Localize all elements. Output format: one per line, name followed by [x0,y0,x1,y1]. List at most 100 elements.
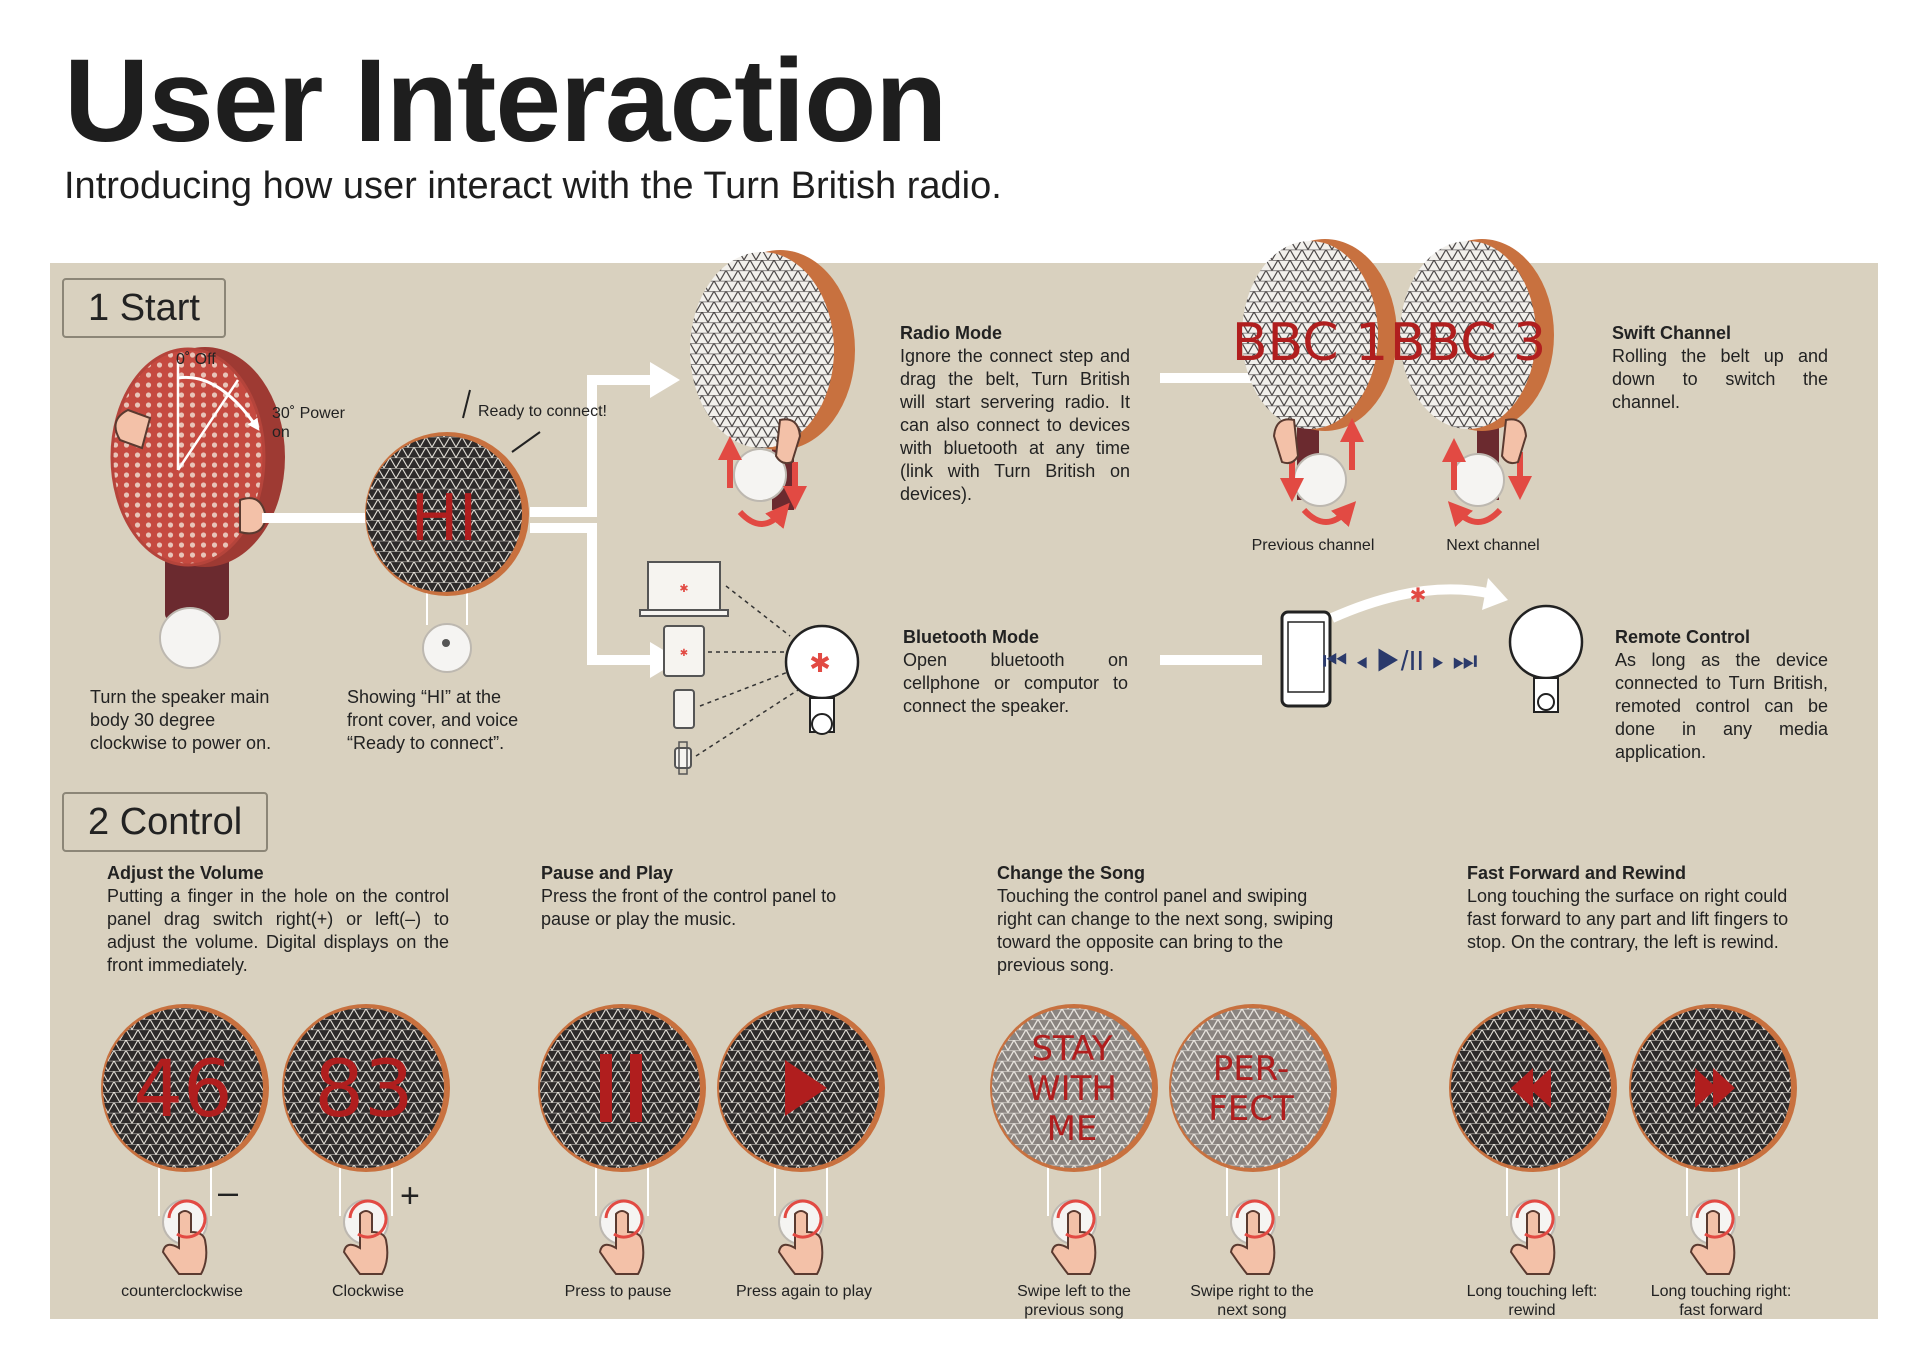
bluetooth-mode-block: Bluetooth Mode Open bluetooth on cellpho… [903,626,1128,718]
watch-icon [674,741,692,775]
fast-forward-title: Fast Forward and Rewind [1467,863,1687,883]
song-display-line: FECT [1208,1089,1294,1129]
counterclockwise-caption: counterclockwise [121,1283,243,1300]
fast-forward-block: Fast Forward and Rewind Long touching th… [1467,862,1817,954]
remote-control-illustration: ✱ ⏮ ◂ ▶/II ▸ ⏭ [1280,578,1584,713]
rewind-caption: Long touching left: rewind [1466,1283,1598,1319]
bluetooth-mode-title: Bluetooth Mode [903,627,1039,647]
play-speaker [717,1004,885,1275]
speaker-power-illustration [110,347,285,669]
phone-icon [673,689,695,729]
finger-icon [161,1210,208,1275]
volume-text: Putting a finger in the hole on the cont… [107,886,449,975]
radio-mode-block: Radio Mode Ignore the connect step and d… [900,322,1130,506]
pause-play-title: Pause and Play [541,863,674,883]
swipe-right-caption: Swipe right to the next song [1190,1283,1314,1319]
bluetooth-icon: ✱ [809,648,831,678]
finger-icon [342,1210,389,1275]
press-again-caption: Press again to play [735,1283,873,1300]
pause-play-text: Press the front of the control panel to … [541,886,837,929]
clockwise-caption: Clockwise [331,1283,404,1300]
pause-play-block: Pause and Play Press the front of the co… [541,862,871,931]
gesture-hint-icon [167,1199,207,1239]
speaker-hi-illustration: HI [365,389,541,673]
page-title: User Interaction [64,35,947,167]
gesture-hint-icon [1056,1199,1096,1239]
bbc1-display: BBC 1 [1232,313,1388,373]
swift-channel-text: Rolling the belt up and down to switch t… [1612,346,1828,412]
remote-control-title: Remote Control [1615,627,1750,647]
finger-icon [1229,1210,1276,1275]
rewind-speaker [1449,1004,1617,1275]
finger-icon [1050,1210,1097,1275]
power-on-label: 30˚ Power on [272,405,345,441]
previous-channel-caption: Previous channel [1251,537,1375,554]
volume-plus-sign: + [400,1177,420,1215]
finger-icon [777,1210,824,1275]
radio-mode-title: Radio Mode [900,323,1002,343]
hi-display: HI [411,482,478,556]
next-channel-caption: Next channel [1446,537,1540,554]
gesture-hint-icon [1695,1199,1735,1239]
swipe-left-caption: Swipe left to the previous song [1017,1283,1131,1319]
fast-forward-speaker [1629,1004,1797,1275]
bluetooth-mode-text: Open bluetooth on cellphone or computor … [903,650,1128,716]
change-song-text: Touching the control panel and swiping r… [997,886,1334,975]
bluetooth-speaker-icon: ✱ [784,624,860,735]
step-power-text: Turn the speaker main body 30 degree clo… [90,687,272,753]
finger-icon [1509,1210,1556,1275]
swift-channel-title: Swift Channel [1612,323,1732,343]
rewind-icon [1511,1068,1551,1108]
off-label: 0˚ Off [176,351,216,368]
change-song-block: Change the Song Touching the control pan… [997,862,1341,977]
remote-control-text: As long as the device connected to Turn … [1615,650,1828,762]
song-display-line: PER- [1213,1049,1290,1089]
ready-to-connect-label: Ready to connect! [478,403,607,420]
fast-forward-caption: Long touching right: fast forward [1650,1283,1792,1319]
gesture-hint-icon [783,1199,823,1239]
bluetooth-devices: ✱ ✱ ✱ [639,561,860,775]
bbc1-speaker: BBC 1 [1232,239,1397,527]
section-start-label: 1 Start [62,278,226,338]
play-icon [785,1060,827,1116]
swift-channel-block: Swift Channel Rolling the belt up and do… [1612,322,1828,414]
volume-value: 46 [133,1045,232,1135]
gesture-hint-icon [348,1199,388,1239]
gesture-hint-icon [1235,1199,1275,1239]
gesture-hint-icon [1515,1199,1555,1239]
radio-mode-text: Ignore the connect step and drag the bel… [900,346,1130,504]
step-hi-text: Showing “HI” at the front cover, and voi… [347,687,519,753]
media-controls-icon: ⏮ ◂ ▶/II ▸ ⏭ [1322,645,1477,676]
laptop-icon: ✱ [639,561,729,617]
gesture-hint-icon [604,1199,644,1239]
remote-control-block: Remote Control As long as the device con… [1615,626,1828,764]
song-display-line: ME [1047,1109,1098,1149]
volume-down-speaker: 46 [101,1004,269,1275]
change-song-title: Change the Song [997,863,1145,883]
svg-text:✱: ✱ [679,583,688,595]
bbc3-speaker: BBC 3 [1390,239,1554,527]
press-to-pause-caption: Press to pause [564,1283,672,1300]
page-subtitle: Introducing how user interact with the T… [64,165,1002,207]
song-display-line: STAY [1031,1029,1112,1069]
finger-icon [1689,1210,1736,1275]
bbc3-display: BBC 3 [1390,313,1546,373]
volume-minus-sign: – [218,1171,239,1212]
pause-speaker [538,1004,706,1275]
fast-forward-text: Long touching the surface on right could… [1467,886,1789,952]
section-control-label: 2 Control [62,792,269,852]
svg-text:✱: ✱ [680,648,688,659]
song-display-line: WITH [1027,1069,1117,1109]
radio-mode-speaker [690,250,855,529]
volume-title: Adjust the Volume [107,863,264,883]
volume-block: Adjust the Volume Putting a finger in th… [107,862,449,977]
bluetooth-signal-icon: ✱ [1410,585,1427,607]
finger-icon [598,1210,645,1275]
volume-value: 83 [314,1045,413,1135]
fast-forward-icon [1695,1068,1735,1108]
song-perfect-speaker: PER-FECT [1169,1004,1337,1275]
tablet-icon: ✱ [663,625,705,677]
